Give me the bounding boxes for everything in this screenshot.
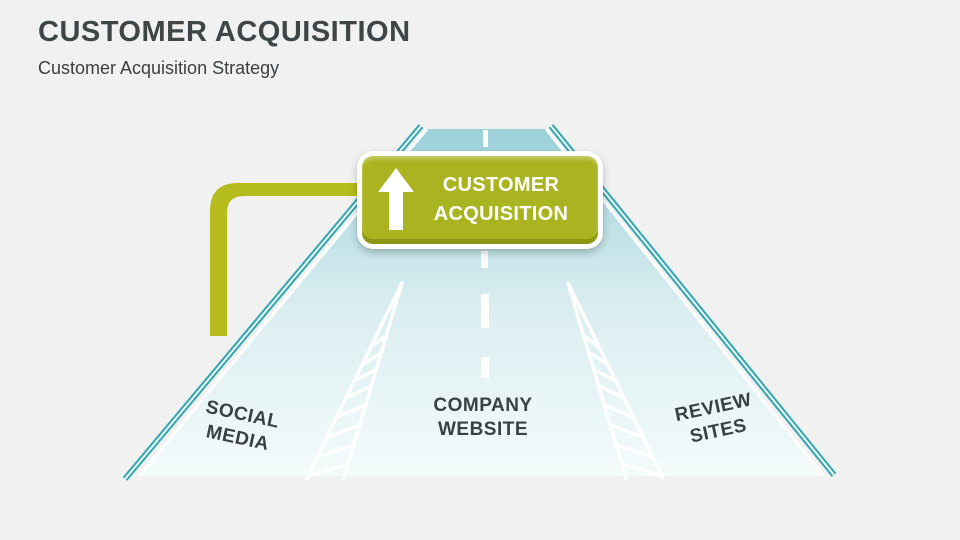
lane-label-company-website: COMPANY WEBSITE xyxy=(398,394,568,442)
lane-label-line: WEBSITE xyxy=(437,419,529,440)
sign-label: CUSTOMER ACQUISITION xyxy=(414,171,588,229)
signpost-pole xyxy=(210,183,362,336)
sign-label-line1: CUSTOMER xyxy=(442,174,560,196)
slide-header: CUSTOMER ACQUISITION Customer Acquisitio… xyxy=(38,16,411,79)
lane-divider-left xyxy=(305,281,404,480)
lane-divider-right xyxy=(566,281,665,480)
page-subtitle: Customer Acquisition Strategy xyxy=(38,58,280,78)
sign-label-line2: ACQUISITION xyxy=(433,203,569,225)
up-arrow-icon xyxy=(378,168,414,230)
lane-label-line: COMPANY xyxy=(433,395,533,416)
sign-panel: CUSTOMER ACQUISITION xyxy=(362,156,598,244)
page-title: CUSTOMER ACQUISITION xyxy=(38,16,411,48)
customer-acquisition-sign: CUSTOMER ACQUISITION xyxy=(357,151,603,249)
center-dash-line xyxy=(481,130,489,378)
